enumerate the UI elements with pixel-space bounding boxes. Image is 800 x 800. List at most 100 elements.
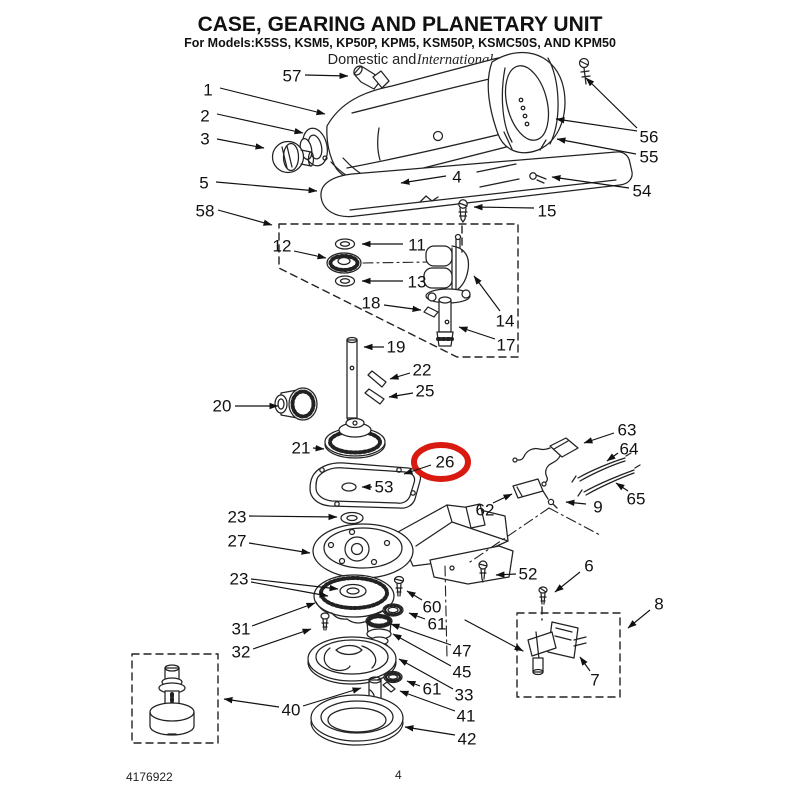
center-gearing-group <box>274 387 422 509</box>
part-label-17: 17 <box>497 336 516 355</box>
part-label-32: 32 <box>232 643 251 662</box>
leader-line-56 <box>555 117 638 132</box>
part-label-21: 21 <box>292 439 311 458</box>
gasket-center-hole <box>341 482 357 492</box>
leader-line-32 <box>252 628 312 650</box>
leader-line-31 <box>251 602 316 627</box>
screw-6-drawing <box>538 586 548 621</box>
ring-61-upper-drawing <box>382 603 404 617</box>
dashed-box-switch <box>516 612 621 698</box>
gear-train-group <box>278 223 519 422</box>
bevel-gear-21-drawing <box>324 417 386 459</box>
part-label-56: 56 <box>640 128 659 147</box>
leader-line-60 <box>406 590 423 601</box>
part-label-40: 40 <box>282 701 301 720</box>
governor-14-drawing <box>423 233 471 304</box>
part-label-5: 5 <box>199 174 208 193</box>
part-label-55: 55 <box>640 148 659 167</box>
leader-line-65 <box>615 482 629 492</box>
dashed-box-foot <box>131 653 219 744</box>
screw-9-drawing <box>547 498 558 509</box>
trim-band-drawing <box>320 151 633 218</box>
mixer-head-drawing <box>271 51 633 253</box>
leader-line-41 <box>399 690 456 712</box>
part-label-1: 1 <box>203 81 212 100</box>
part-label-61: 61 <box>423 680 442 699</box>
pin-25-drawing <box>364 388 385 405</box>
part-label-60: 60 <box>423 598 442 617</box>
part-label-23: 23 <box>230 570 249 589</box>
leader-line-56 <box>585 77 638 129</box>
part-label-26: 26 <box>436 453 455 472</box>
wire-65-drawing <box>577 464 641 497</box>
part-label-53: 53 <box>375 478 394 497</box>
leader-line-4 <box>400 175 447 185</box>
part-label-4: 4 <box>452 168 461 187</box>
screw-32-drawing <box>320 612 330 631</box>
page-number: 4 <box>395 768 402 782</box>
part-label-11: 11 <box>408 236 426 255</box>
leader-line-33 <box>398 658 454 690</box>
leader-line-22 <box>389 372 411 380</box>
leader-line-45 <box>392 633 452 667</box>
part-label-7: 7 <box>590 671 599 690</box>
washer-11-drawing <box>334 238 356 250</box>
part-label-12: 12 <box>273 237 292 256</box>
leader-line-47 <box>390 623 452 646</box>
part-label-61: 61 <box>428 615 447 634</box>
leader-line-17 <box>458 326 496 340</box>
mounting-centerline-left <box>469 507 550 563</box>
leader-line-23 <box>250 581 329 598</box>
switch-7-drawing <box>527 621 587 676</box>
leader-line-64 <box>606 452 619 462</box>
part-label-6: 6 <box>584 557 593 576</box>
leader-line-7 <box>579 656 591 672</box>
leader-line-26 <box>403 464 432 475</box>
gear-shaft-17-drawing <box>436 296 454 347</box>
models-subtitle: For Models:K5SS, KSM5, KP50P, KPM5, KSM5… <box>184 36 616 50</box>
document-number: 4176922 <box>126 770 173 784</box>
part-label-63: 63 <box>618 421 637 440</box>
part-label-57: 57 <box>283 67 302 86</box>
leader-line-58 <box>217 209 273 226</box>
washer-23-upper-drawing <box>340 511 364 525</box>
leader-line-61 <box>408 612 426 620</box>
part-label-52: 52 <box>519 565 538 584</box>
leader-line-3 <box>216 138 265 150</box>
leader-line-18 <box>383 304 422 313</box>
pin-57-drawing <box>353 65 390 90</box>
screw-15-drawing <box>458 199 468 253</box>
housing-planetary-group <box>307 503 514 746</box>
foot-drawing <box>149 664 195 736</box>
leader-line-57 <box>304 72 349 80</box>
part-label-18: 18 <box>362 294 381 313</box>
planetary-33-drawing <box>307 636 397 685</box>
leader-line-2 <box>216 113 304 135</box>
part-label-22: 22 <box>413 361 432 380</box>
part-label-64: 64 <box>620 440 639 459</box>
washer-23-lower-drawing <box>339 583 367 599</box>
leader-line-63 <box>583 432 615 444</box>
part-label-3: 3 <box>200 130 209 149</box>
leader-line-62 <box>492 493 513 504</box>
leader-line-12 <box>293 250 327 260</box>
leader-line-55 <box>556 137 637 155</box>
gear-12-drawing <box>326 252 362 274</box>
leader-line-15 <box>473 203 535 211</box>
shaft-19-drawing <box>346 336 358 422</box>
leader-line-8 <box>627 609 651 629</box>
thumbscrew-3-drawing <box>271 140 315 174</box>
part-label-58: 58 <box>196 202 215 221</box>
drip-cup-42-drawing <box>310 694 404 746</box>
part-label-2: 2 <box>200 107 209 126</box>
part-label-41: 41 <box>457 707 476 726</box>
callout-layer: 1235585756555441511121314181719222520212… <box>196 67 664 749</box>
leader-line-40 <box>223 697 280 708</box>
leader-line-9 <box>565 499 587 507</box>
part-label-20: 20 <box>213 397 232 416</box>
leader-line-6 <box>554 571 581 593</box>
leader-line-42 <box>404 725 456 736</box>
dashed-box-gearing <box>278 223 519 358</box>
washer-13-drawing <box>334 275 356 287</box>
